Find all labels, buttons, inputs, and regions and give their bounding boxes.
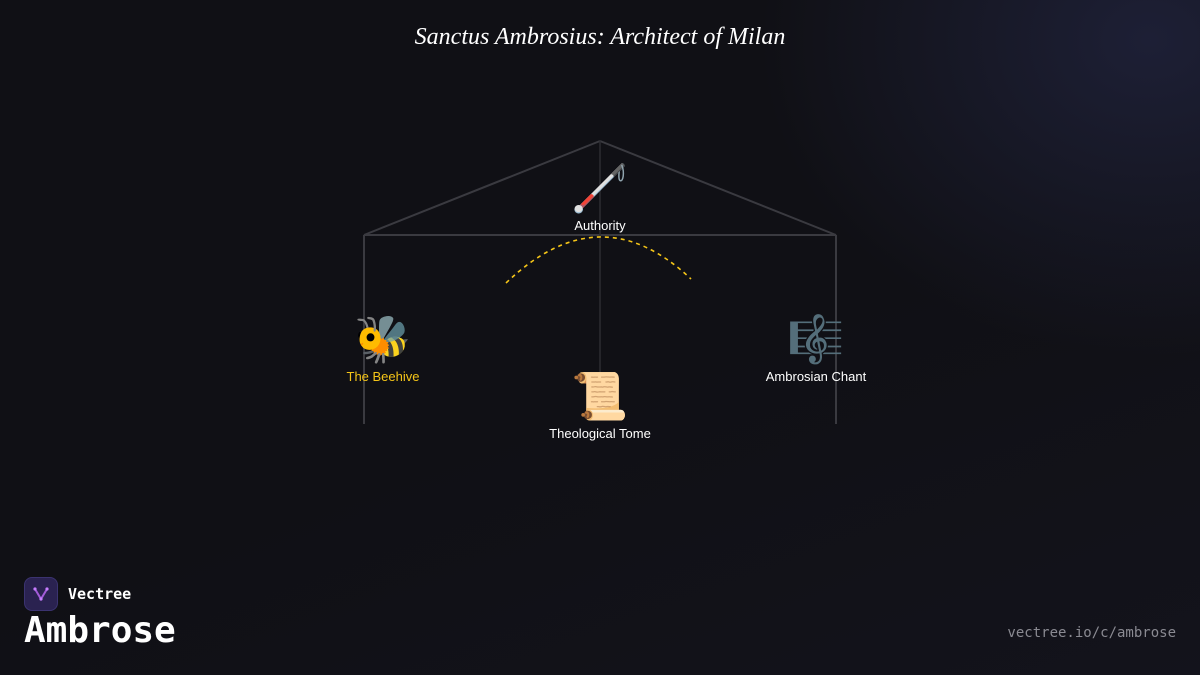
node-authority[interactable]: 🦯 Authority xyxy=(520,162,680,233)
brand: Vectree xyxy=(24,577,131,611)
node-label: Authority xyxy=(574,218,626,233)
brand-name: Vectree xyxy=(68,585,132,603)
vectree-logo-icon xyxy=(24,577,58,611)
bee-icon: 🐝 xyxy=(354,313,412,365)
node-chant[interactable]: 🎼 Ambrosian Chant xyxy=(736,313,896,384)
authority-arc xyxy=(505,236,692,284)
cane-icon: 🦯 xyxy=(571,162,629,214)
node-tome[interactable]: 📜 Theological Tome xyxy=(520,370,680,441)
scroll-icon: 📜 xyxy=(571,370,629,422)
node-beehive[interactable]: 🐝 The Beehive xyxy=(303,313,463,384)
musical-score-icon: 🎼 xyxy=(787,313,845,365)
roof-right-line xyxy=(599,140,837,236)
node-label: Ambrosian Chant xyxy=(765,369,867,384)
page-title: Sanctus Ambrosius: Architect of Milan xyxy=(414,24,786,50)
source-url[interactable]: vectree.io/c/ambrose xyxy=(1007,625,1176,641)
node-label: Theological Tome xyxy=(549,426,651,441)
node-label: The Beehive xyxy=(346,369,420,384)
roof-left-line xyxy=(363,140,601,236)
subject-title: Ambrose xyxy=(24,610,176,651)
